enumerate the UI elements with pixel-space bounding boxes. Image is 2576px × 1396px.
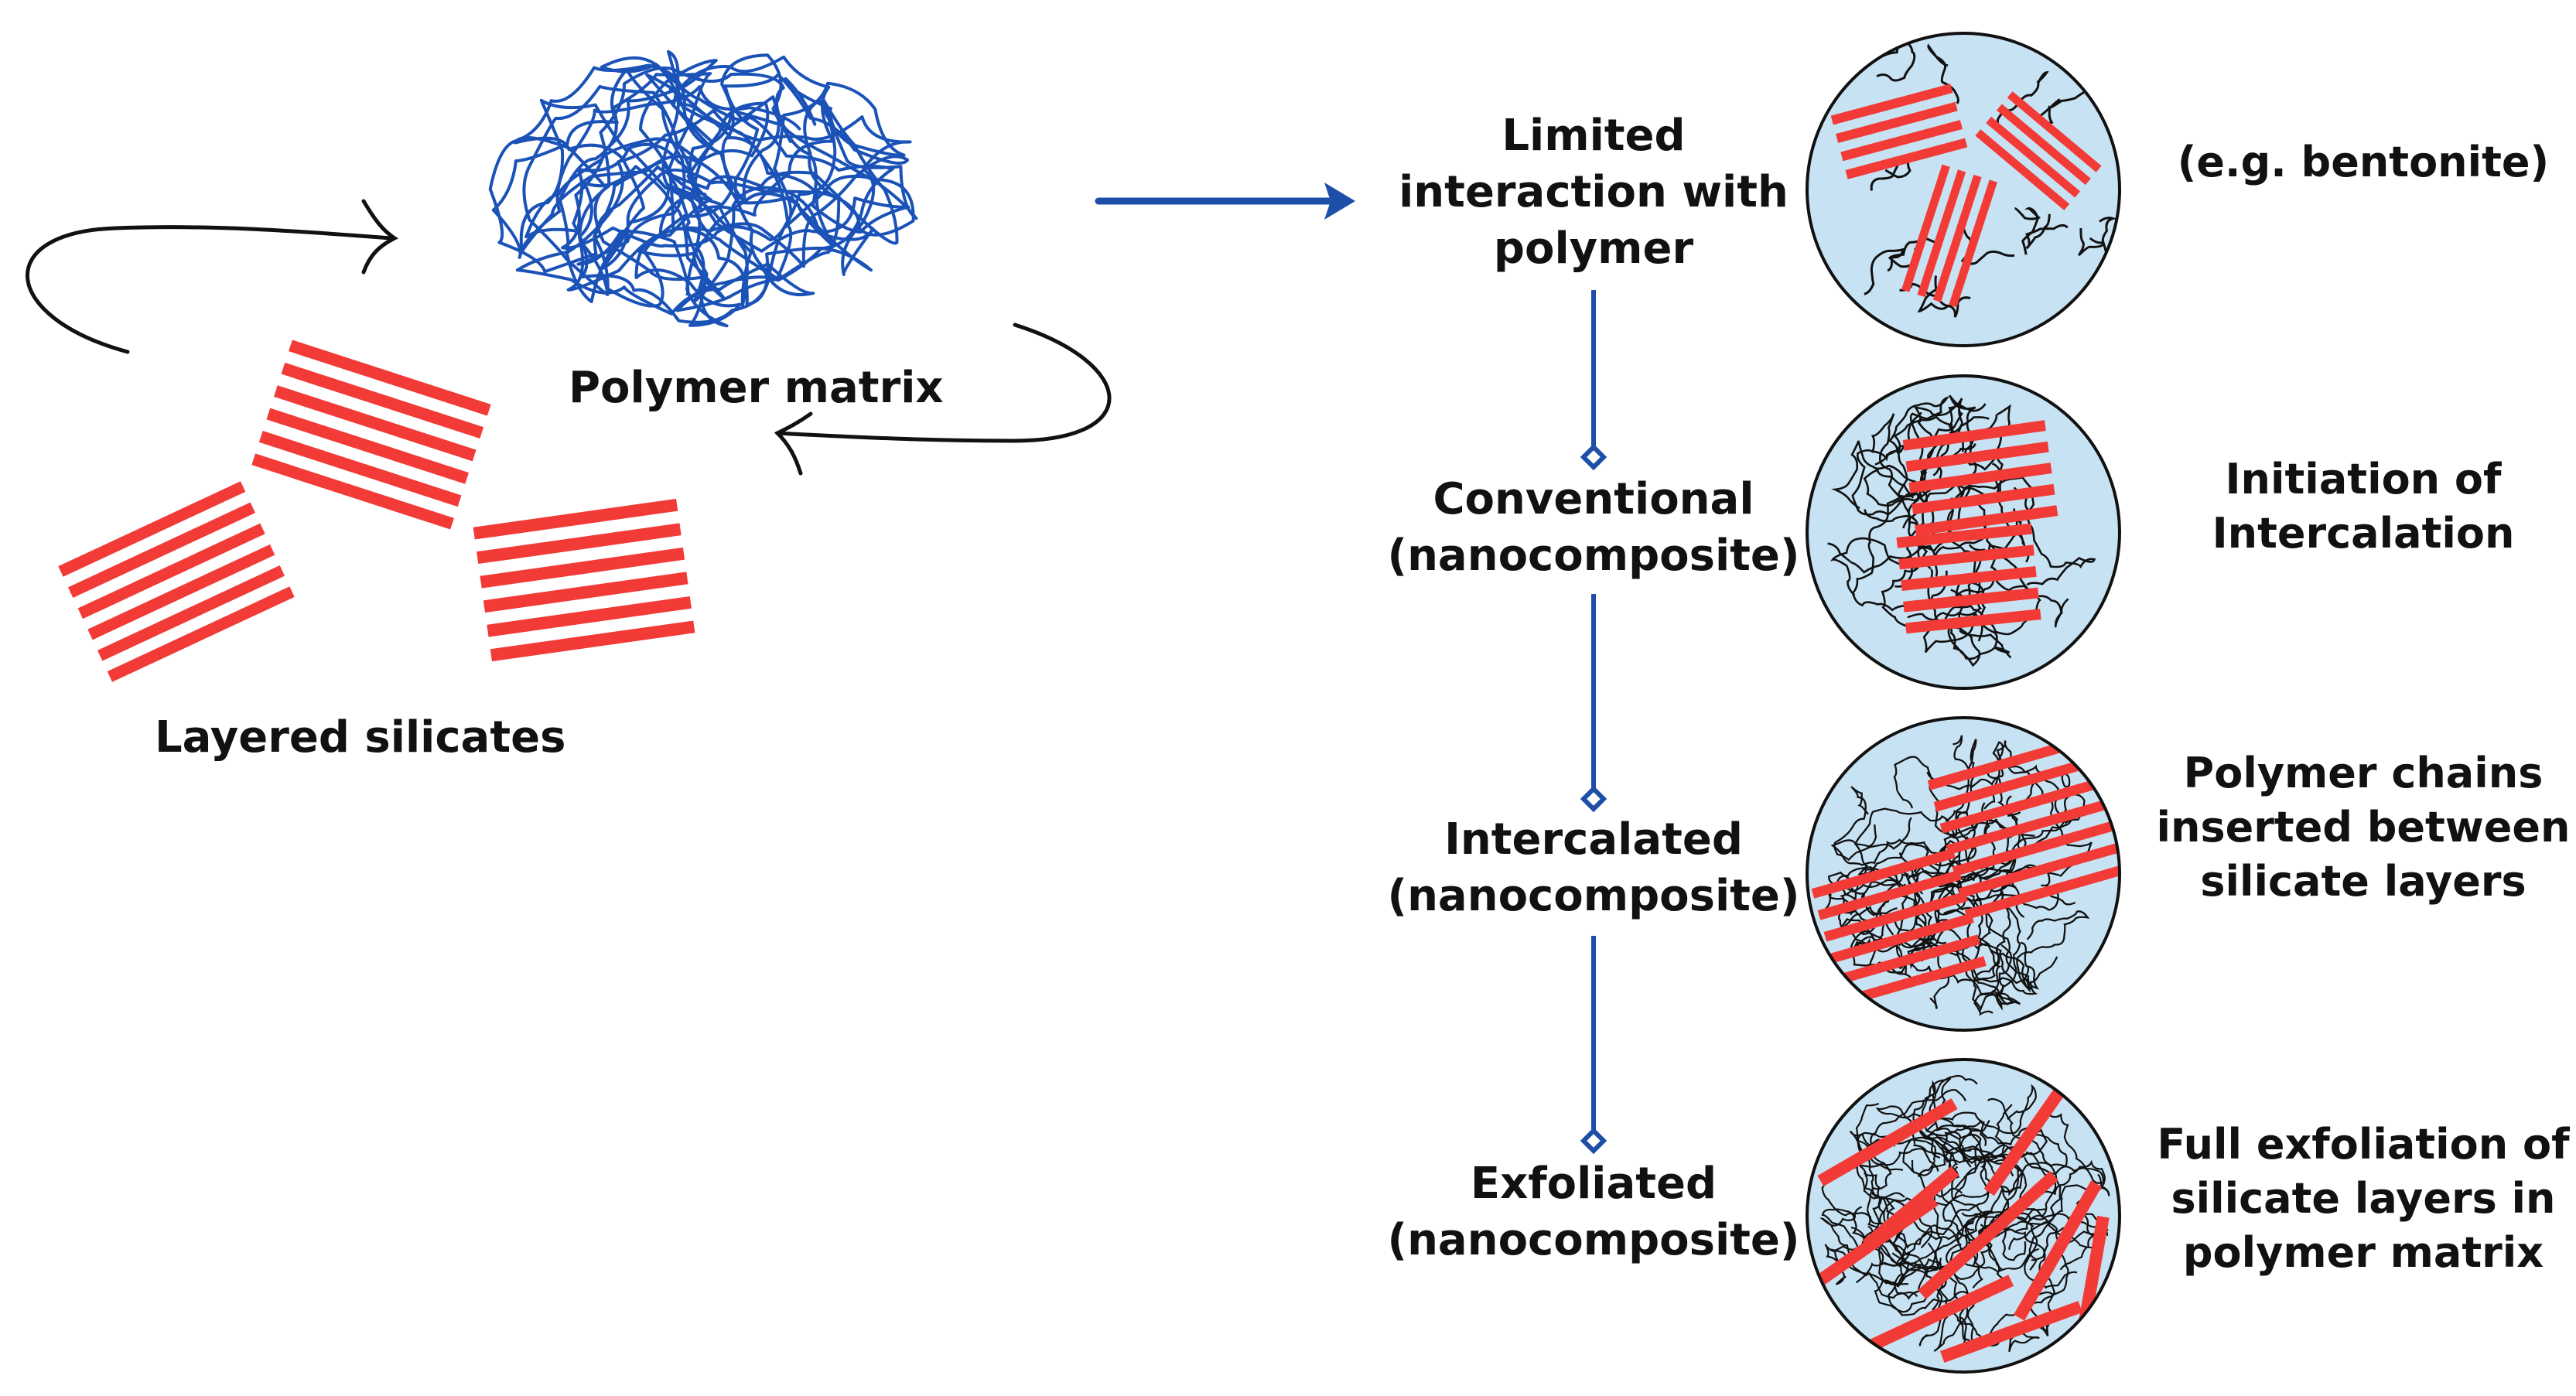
silicate-stack bbox=[1830, 84, 1968, 179]
stage-marker-2 bbox=[1580, 785, 1607, 813]
silicate-layer bbox=[1932, 174, 1982, 302]
silicate-layer bbox=[1933, 755, 2100, 812]
silicate-stack bbox=[1975, 91, 2102, 210]
silicate-layer bbox=[1901, 565, 2037, 592]
silicate-layer bbox=[281, 362, 484, 439]
stage-2-name: Conventional(nanocomposite) bbox=[1387, 474, 1800, 581]
stage-circle-4 bbox=[1806, 1058, 2121, 1374]
silicate-layer bbox=[1836, 101, 1958, 143]
silicate-layer bbox=[77, 523, 265, 619]
silicate-layer bbox=[97, 565, 285, 661]
polymer-matrix-label: Polymer matrix bbox=[569, 363, 944, 413]
silicate-layer bbox=[1986, 116, 2081, 198]
silicate-layer bbox=[67, 502, 255, 598]
stage-marker-3 bbox=[1580, 1127, 1607, 1155]
stage-3-name: Intercalated(nanocomposite) bbox=[1387, 814, 1800, 921]
silicate-layer bbox=[480, 547, 685, 589]
silicate-layer bbox=[1902, 420, 2046, 451]
stage-circle-3 bbox=[1806, 716, 2121, 1032]
silicate-layer bbox=[1958, 841, 2120, 899]
silicate-layer bbox=[1939, 1300, 2083, 1364]
layered-silicate-stacks bbox=[58, 340, 695, 682]
silicate-layer bbox=[1912, 483, 2055, 515]
silicate-layer bbox=[1905, 441, 2049, 473]
stage-circle-1 bbox=[1806, 32, 2121, 347]
stage-circle-2 bbox=[1806, 374, 2121, 690]
silicate-layer bbox=[87, 544, 275, 640]
stage-connector bbox=[1580, 290, 1607, 1155]
silicate-layer bbox=[1830, 84, 1953, 125]
stage-circles bbox=[1806, 32, 2121, 1374]
silicate-layer bbox=[1901, 164, 1950, 292]
silicate-layer bbox=[251, 453, 454, 530]
silicate-layer bbox=[1853, 1275, 2014, 1358]
silicate-layer bbox=[1905, 609, 2041, 634]
flow-arrow bbox=[1095, 183, 1355, 220]
cycle-arrow-left bbox=[26, 199, 398, 354]
silicate-layer bbox=[1939, 777, 2106, 834]
silicate-layer bbox=[1996, 104, 2091, 186]
silicate-layer bbox=[289, 340, 491, 416]
stage-marker-1 bbox=[1580, 443, 1607, 471]
silicate-layer bbox=[1918, 1171, 2058, 1299]
silicate-layer bbox=[2007, 91, 2102, 172]
polymer-chain bbox=[524, 66, 915, 324]
silicate-layer bbox=[1898, 544, 2034, 570]
silicate-stack bbox=[473, 498, 695, 662]
silicate-layer bbox=[266, 408, 470, 484]
silicate-layer bbox=[273, 385, 477, 462]
silicate-layer bbox=[1917, 169, 1966, 298]
silicate-layer bbox=[1817, 1098, 1958, 1186]
silicate-layer bbox=[1908, 462, 2052, 493]
silicate-layer bbox=[1964, 862, 2120, 920]
silicate-layer bbox=[1983, 1080, 2070, 1196]
silicate-layer bbox=[1952, 820, 2119, 877]
silicate-stack bbox=[251, 340, 491, 530]
silicate-layer bbox=[1862, 1166, 1959, 1251]
silicate-layer bbox=[1946, 798, 2113, 855]
silicate-layer bbox=[1836, 934, 1980, 985]
stage-4-name: Exfoliated(nanocomposite) bbox=[1387, 1159, 1800, 1265]
silicate-layer bbox=[1811, 848, 1956, 899]
silicate-layer bbox=[1842, 956, 1987, 1007]
silicate-layer bbox=[1975, 129, 2070, 210]
silicate-stack bbox=[58, 481, 295, 682]
stage-1-description: (e.g. bentonite) bbox=[2177, 138, 2550, 186]
silicate-layer bbox=[1903, 587, 2039, 613]
silicate-layer bbox=[473, 498, 678, 540]
silicate-layer bbox=[2014, 1180, 2102, 1321]
polymer-matrix-tangle bbox=[488, 49, 918, 328]
silicate-layer bbox=[1823, 891, 1968, 942]
silicate-layer bbox=[1840, 120, 1963, 162]
silicate-layer bbox=[487, 596, 692, 637]
silicate-layer bbox=[477, 523, 682, 565]
silicate-stack bbox=[1901, 164, 1997, 308]
silicate-layer bbox=[58, 481, 246, 577]
silicate-layer bbox=[107, 586, 295, 682]
silicate-stack bbox=[1896, 523, 2041, 634]
silicate-layer bbox=[1817, 869, 1962, 920]
cycle-arrow-right bbox=[774, 323, 1112, 476]
silicate-layer bbox=[490, 620, 695, 662]
silicate-stack bbox=[1902, 420, 2058, 536]
silicate-layer bbox=[258, 431, 462, 507]
silicate-layer bbox=[1845, 138, 1968, 179]
silicate-layer bbox=[1927, 733, 2094, 790]
silicate-layer bbox=[2075, 1215, 2110, 1340]
silicate-layer bbox=[1896, 523, 2032, 548]
polymer-chain bbox=[515, 56, 912, 316]
silicate-layer bbox=[1949, 179, 1997, 308]
silicate-layer bbox=[1915, 505, 2058, 536]
layered-silicates-label: Layered silicates bbox=[155, 712, 566, 763]
silicate-layer bbox=[483, 572, 688, 613]
silicate-layer bbox=[1830, 913, 1974, 964]
polymer-chain bbox=[514, 49, 918, 328]
